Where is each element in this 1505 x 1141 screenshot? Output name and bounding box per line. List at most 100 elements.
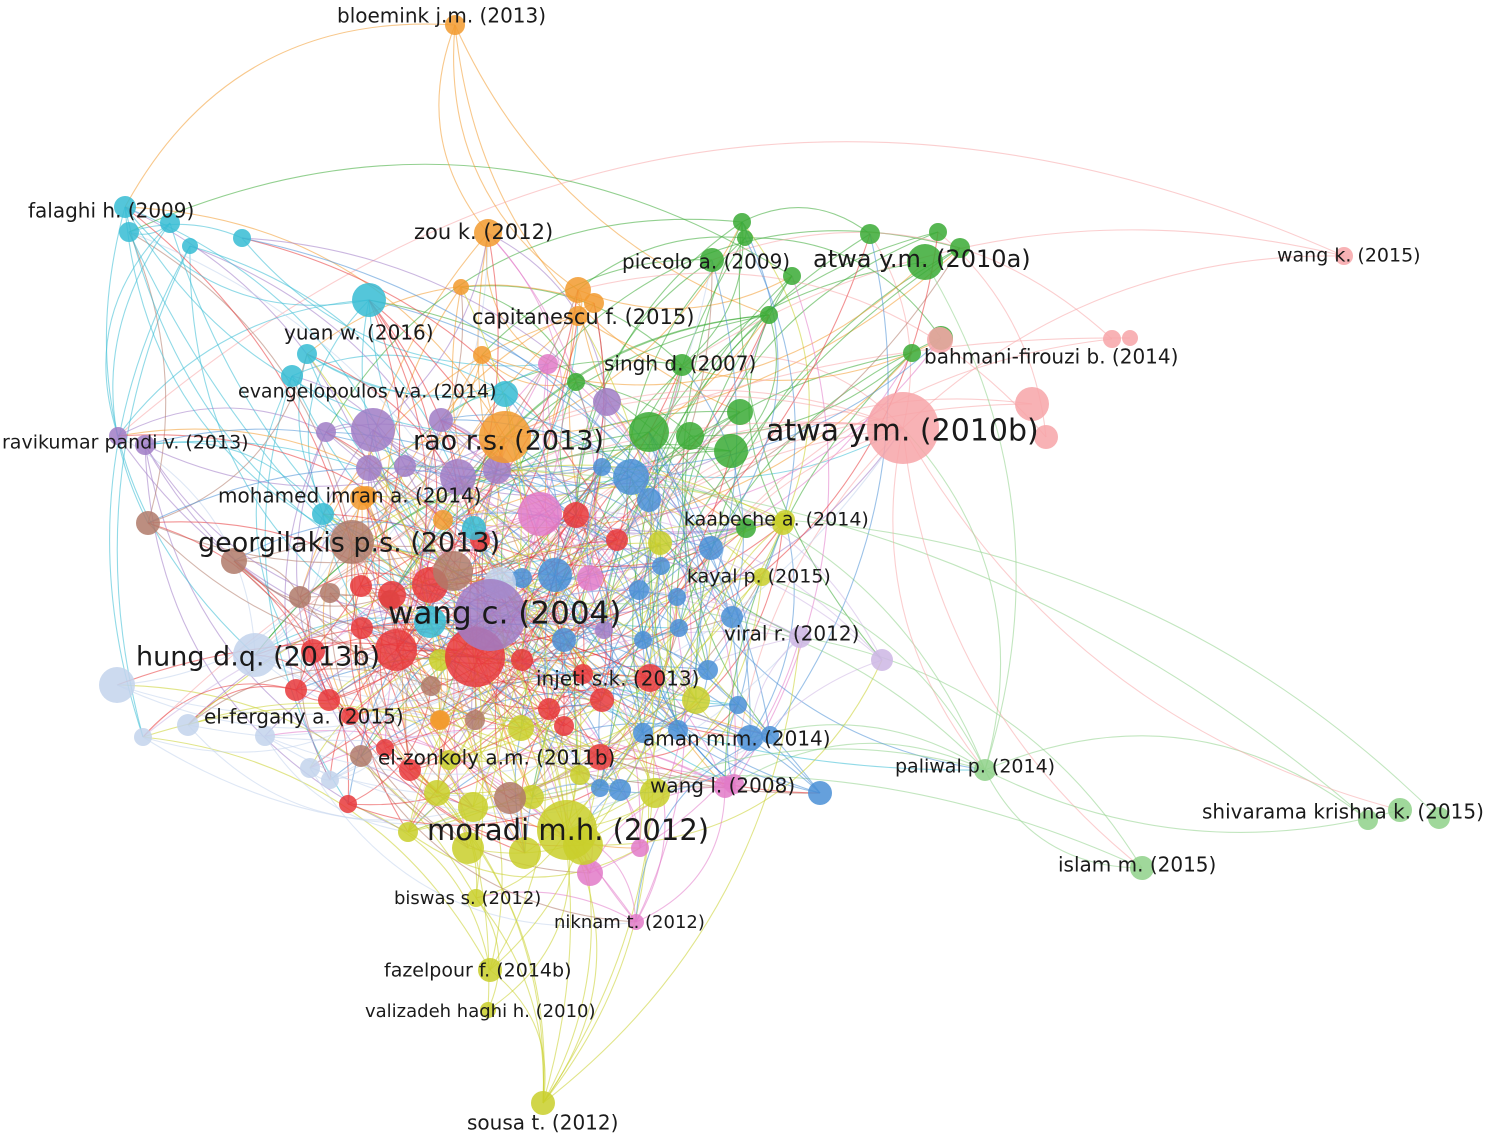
network-node[interactable]: [445, 15, 465, 35]
network-node[interactable]: [584, 293, 604, 313]
network-node[interactable]: [668, 720, 688, 740]
network-node[interactable]: [376, 739, 394, 757]
network-node[interactable]: [974, 759, 996, 781]
network-node[interactable]: [552, 628, 576, 652]
network-node[interactable]: [570, 765, 590, 785]
network-node[interactable]: [721, 606, 743, 628]
network-node[interactable]: [285, 679, 307, 701]
network-node[interactable]: [414, 606, 446, 638]
network-node[interactable]: [538, 354, 558, 374]
network-node[interactable]: [648, 531, 672, 555]
network-node[interactable]: [783, 267, 801, 285]
network-node[interactable]: [350, 486, 374, 510]
network-node[interactable]: [509, 837, 541, 869]
network-node[interactable]: [595, 621, 613, 639]
network-node[interactable]: [341, 707, 359, 725]
network-node[interactable]: [871, 649, 893, 671]
network-node[interactable]: [433, 551, 473, 591]
network-node[interactable]: [301, 639, 325, 663]
network-node[interactable]: [567, 373, 585, 391]
network-node[interactable]: [613, 459, 649, 495]
network-node[interactable]: [554, 716, 574, 736]
network-node[interactable]: [531, 1091, 555, 1115]
network-node[interactable]: [458, 792, 488, 822]
network-node[interactable]: [1130, 856, 1154, 880]
network-node[interactable]: [281, 365, 303, 387]
network-node[interactable]: [568, 306, 588, 326]
network-node[interactable]: [473, 346, 491, 364]
network-node[interactable]: [399, 759, 421, 781]
network-node[interactable]: [512, 568, 532, 588]
network-node[interactable]: [628, 914, 644, 930]
network-node[interactable]: [668, 588, 686, 606]
network-node[interactable]: [699, 536, 723, 560]
network-node[interactable]: [676, 422, 704, 450]
network-node[interactable]: [119, 222, 139, 242]
network-node[interactable]: [903, 344, 921, 362]
network-node[interactable]: [907, 244, 943, 280]
network-node[interactable]: [462, 516, 486, 540]
network-node[interactable]: [737, 230, 753, 246]
network-node[interactable]: [606, 529, 628, 551]
network-node[interactable]: [772, 513, 794, 535]
network-node[interactable]: [733, 213, 751, 231]
network-node[interactable]: [339, 795, 357, 813]
network-node[interactable]: [573, 664, 593, 684]
network-node[interactable]: [492, 381, 518, 407]
network-node[interactable]: [1335, 247, 1353, 265]
network-node[interactable]: [1034, 425, 1058, 449]
network-node[interactable]: [351, 408, 395, 452]
network-node[interactable]: [440, 459, 476, 495]
network-node[interactable]: [480, 1002, 496, 1018]
network-node[interactable]: [736, 518, 756, 538]
network-node[interactable]: [508, 715, 534, 741]
network-node[interactable]: [421, 676, 441, 696]
network-node[interactable]: [316, 422, 336, 442]
network-node[interactable]: [99, 667, 135, 703]
network-node[interactable]: [320, 583, 340, 603]
network-node[interactable]: [1103, 330, 1121, 348]
network-node[interactable]: [631, 839, 649, 857]
network-node[interactable]: [737, 725, 763, 751]
network-node[interactable]: [474, 219, 502, 247]
network-node[interactable]: [255, 726, 275, 746]
network-node[interactable]: [609, 779, 631, 801]
network-node[interactable]: [538, 698, 560, 720]
network-node[interactable]: [350, 745, 372, 767]
network-node[interactable]: [520, 785, 544, 809]
network-node[interactable]: [300, 758, 320, 778]
network-node[interactable]: [590, 688, 614, 712]
network-node[interactable]: [297, 344, 317, 364]
network-node[interactable]: [351, 617, 373, 639]
network-node[interactable]: [636, 664, 664, 692]
network-node[interactable]: [350, 575, 372, 597]
network-node[interactable]: [465, 710, 485, 730]
network-node[interactable]: [479, 411, 531, 463]
network-node[interactable]: [761, 726, 779, 744]
network-node[interactable]: [454, 579, 526, 651]
network-node[interactable]: [478, 958, 502, 982]
network-node[interactable]: [378, 581, 406, 609]
network-node[interactable]: [727, 399, 753, 425]
network-node[interactable]: [321, 771, 339, 789]
network-node[interactable]: [233, 633, 277, 677]
network-node[interactable]: [312, 503, 334, 525]
network-node[interactable]: [760, 306, 778, 324]
network-node[interactable]: [375, 629, 417, 671]
network-node[interactable]: [637, 488, 661, 512]
network-node[interactable]: [671, 354, 693, 376]
network-node[interactable]: [652, 557, 670, 575]
network-node[interactable]: [233, 229, 251, 247]
network-node[interactable]: [670, 619, 688, 637]
network-node[interactable]: [109, 427, 127, 445]
network-node[interactable]: [729, 696, 747, 714]
network-node[interactable]: [352, 283, 386, 317]
network-node[interactable]: [177, 714, 199, 736]
network-node[interactable]: [698, 660, 718, 680]
network-node[interactable]: [356, 455, 382, 481]
network-node[interactable]: [593, 458, 611, 476]
network-node[interactable]: [289, 586, 311, 608]
network-node[interactable]: [789, 626, 811, 648]
network-node[interactable]: [929, 223, 947, 241]
network-node[interactable]: [591, 779, 609, 797]
